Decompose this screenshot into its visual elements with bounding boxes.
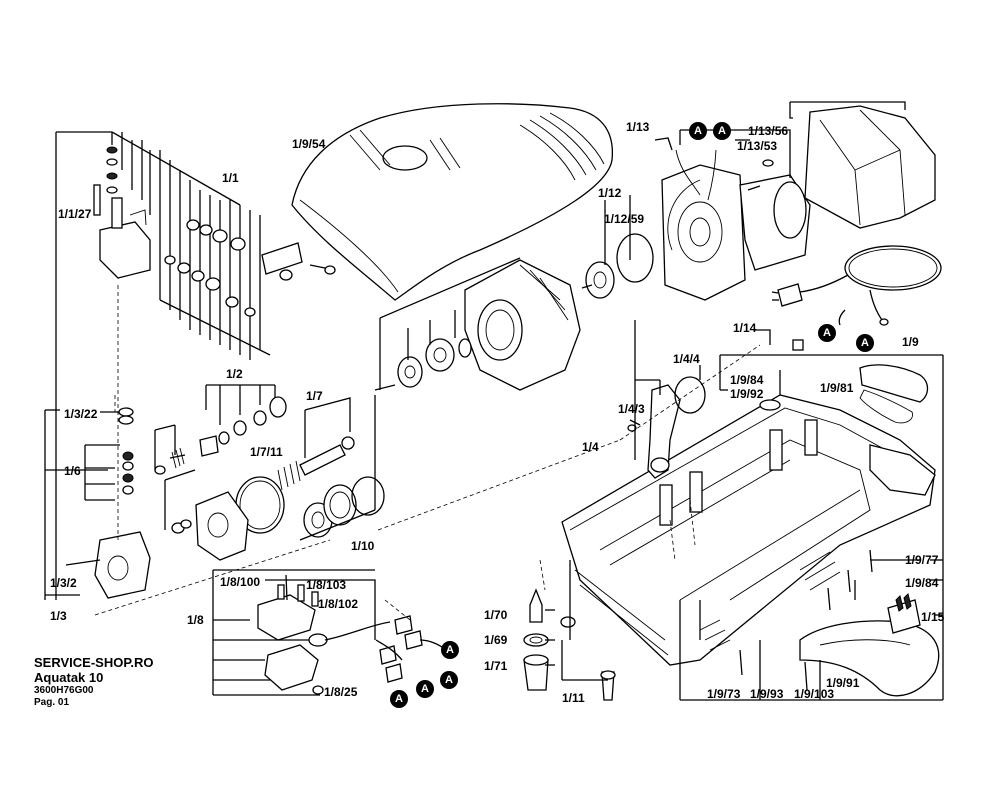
label-1-8-25: 1/8/25: [324, 685, 358, 699]
shop-name: SERVICE-SHOP.RO: [34, 655, 154, 670]
label-1-8-103: 1/8/103: [306, 578, 347, 592]
screws-part: [285, 370, 873, 691]
label-1-1-27: 1/1/27: [58, 207, 92, 221]
label-1-8: 1/8: [187, 613, 204, 627]
marker-a: A: [713, 122, 731, 140]
motor-part: [654, 137, 811, 301]
valve-group-part: [55, 131, 336, 600]
label-1-9-84b: 1/9/84: [905, 576, 939, 590]
label-1-9-92: 1/9/92: [730, 387, 764, 401]
motor-flange-part: [374, 233, 654, 391]
marker-a: A: [856, 334, 874, 352]
label-1-4-3: 1/4/3: [618, 402, 645, 416]
pump-head-part: [44, 407, 249, 600]
label-1-6: 1/6: [64, 464, 81, 478]
label-1-7-11: 1/7/11: [250, 445, 283, 459]
label-1-8-102: 1/8/102: [318, 597, 359, 611]
label-1-3-2: 1/3/2: [50, 576, 77, 590]
label-1-4: 1/4: [582, 440, 599, 454]
label-1-71: 1/71: [484, 659, 508, 673]
label-1-15: 1/15: [921, 610, 945, 624]
bottom-cover-part: [799, 593, 940, 697]
label-1-9-103: 1/9/103: [794, 687, 835, 701]
label-1-4-4: 1/4/4: [673, 352, 700, 366]
label-1-9-54: 1/9/54: [292, 137, 326, 151]
piston-group-part: [169, 384, 355, 491]
label-1-9-93: 1/9/93: [750, 687, 784, 701]
switch-group-part: [212, 569, 447, 696]
page-number: Pag. 01: [34, 697, 70, 708]
label-1-9-73: 1/9/73: [707, 687, 741, 701]
base-housing-part: [561, 394, 936, 666]
label-1-12-59: 1/12/59: [604, 212, 645, 226]
motor-shroud-part: [789, 101, 936, 229]
model-name: Aquatak 10: [34, 670, 104, 685]
top-cover-part: [291, 103, 614, 301]
label-1-9-84a: 1/9/84: [730, 373, 764, 387]
label-1-69: 1/69: [484, 633, 508, 647]
label-1-3-22: 1/3/22: [64, 407, 98, 421]
handle-part: [759, 364, 929, 424]
part-code: 3600H76G00: [34, 685, 94, 696]
drawing-info: SERVICE-SHOP.RO Aquatak 10 3600H76G00 Pa…: [34, 655, 153, 709]
marker-a: A: [416, 680, 434, 698]
label-1-9: 1/9: [902, 335, 919, 349]
label-1-9-91: 1/9/91: [826, 676, 860, 690]
power-cable-part: [771, 245, 942, 351]
label-1-13: 1/13: [626, 120, 650, 134]
label-1-3: 1/3: [50, 609, 67, 623]
label-1-1: 1/1: [222, 171, 239, 185]
marker-a: A: [440, 671, 458, 689]
marker-a: A: [390, 690, 408, 708]
leader-lines: [94, 129, 944, 701]
label-1-14: 1/14: [733, 321, 757, 335]
label-1-7: 1/7: [306, 389, 323, 403]
label-1-10: 1/10: [351, 539, 375, 553]
lance-holder-part: [627, 376, 706, 479]
label-1-11: 1/11: [562, 691, 585, 705]
label-1-12: 1/12: [598, 186, 622, 200]
label-1-8-100: 1/8/100: [220, 575, 261, 589]
label-1-70: 1/70: [484, 608, 508, 622]
marker-a: A: [818, 324, 836, 342]
label-1-13-56: 1/13/56: [748, 124, 789, 138]
inlet-parts: [523, 588, 616, 701]
label-1-9-77: 1/9/77: [905, 553, 939, 567]
label-1-2: 1/2: [226, 367, 243, 381]
label-1-9-81: 1/9/81: [820, 381, 854, 395]
label-1-13-53: 1/13/53: [737, 139, 778, 153]
marker-a: A: [441, 641, 459, 659]
marker-a: A: [689, 122, 707, 140]
